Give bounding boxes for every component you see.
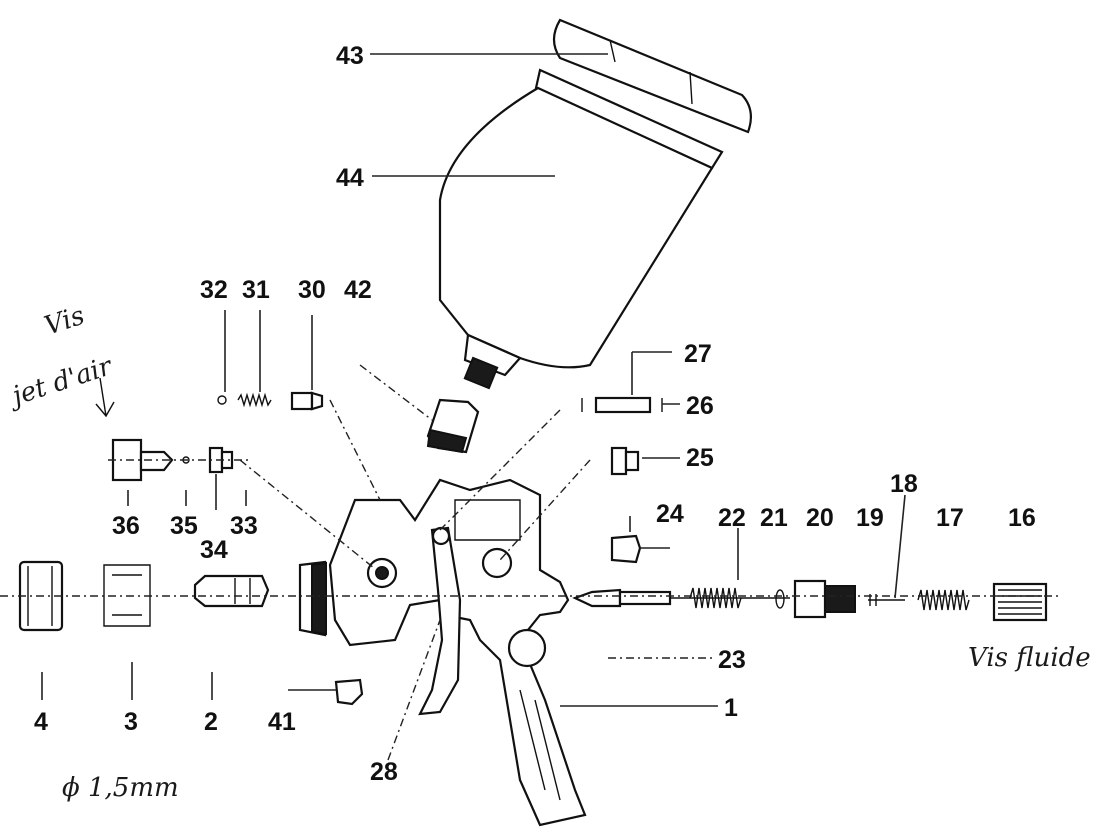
label-22: 22 bbox=[718, 504, 746, 532]
label-43: 43 bbox=[336, 42, 364, 70]
seal-part-24 bbox=[610, 534, 642, 564]
label-44: 44 bbox=[336, 164, 364, 192]
air-adjust-screw-part-36 bbox=[111, 438, 174, 482]
label-31: 31 bbox=[242, 276, 270, 304]
label-26: 26 bbox=[686, 392, 714, 420]
label-25: 25 bbox=[686, 444, 714, 472]
note-diameter: ϕ 1,5mm bbox=[62, 773, 179, 803]
label-4: 4 bbox=[34, 708, 48, 736]
fluid-adjust-knob-part-16 bbox=[992, 582, 1048, 622]
gun-body-part-1 bbox=[328, 478, 587, 827]
needle-spring-part-17 bbox=[917, 589, 970, 611]
label-32: 32 bbox=[200, 276, 228, 304]
needle-part-22 bbox=[572, 587, 790, 609]
label-20: 20 bbox=[806, 504, 834, 532]
label-21: 21 bbox=[760, 504, 788, 532]
label-16: 16 bbox=[1008, 504, 1036, 532]
label-17: 17 bbox=[936, 504, 964, 532]
cup-adapter-part-42 bbox=[426, 398, 480, 454]
label-19: 19 bbox=[856, 504, 884, 532]
label-24: 24 bbox=[656, 500, 684, 528]
label-35: 35 bbox=[170, 512, 198, 540]
plug-part-25 bbox=[610, 446, 640, 476]
label-2: 2 bbox=[204, 708, 218, 736]
cup-lid-part-43 bbox=[552, 18, 753, 134]
label-34: 34 bbox=[200, 536, 228, 564]
label-1: 1 bbox=[724, 694, 738, 722]
label-42: 42 bbox=[344, 276, 372, 304]
label-27: 27 bbox=[684, 340, 712, 368]
label-23: 23 bbox=[718, 646, 746, 674]
label-3: 3 bbox=[124, 708, 138, 736]
note-vis-fluide: Vis fluide bbox=[968, 643, 1091, 673]
fluid-nozzle-part-2 bbox=[193, 574, 270, 608]
label-33: 33 bbox=[230, 512, 258, 540]
note-vis: Vis bbox=[41, 301, 88, 342]
label-18: 18 bbox=[890, 470, 918, 498]
washer-part-21 bbox=[775, 589, 785, 609]
pin-part-26-27 bbox=[581, 396, 663, 414]
label-36: 36 bbox=[112, 512, 140, 540]
label-28: 28 bbox=[370, 758, 398, 786]
part-number-labels: 43 44 32 31 30 42 27 26 25 36 35 34 33 2… bbox=[34, 42, 1036, 786]
front-flange bbox=[298, 560, 327, 637]
connector-part-41 bbox=[334, 678, 364, 706]
label-30: 30 bbox=[298, 276, 326, 304]
paint-cup-part-44 bbox=[438, 68, 724, 390]
arrow-down-icon bbox=[95, 377, 115, 418]
label-41: 41 bbox=[268, 708, 296, 736]
valve-spring-set-part-30-31-32 bbox=[217, 391, 324, 411]
retaining-ring-part-3 bbox=[103, 564, 151, 627]
leader-lines bbox=[41, 53, 906, 761]
packing-nut-part-20 bbox=[793, 579, 856, 619]
trigger-part-28 bbox=[418, 526, 462, 716]
